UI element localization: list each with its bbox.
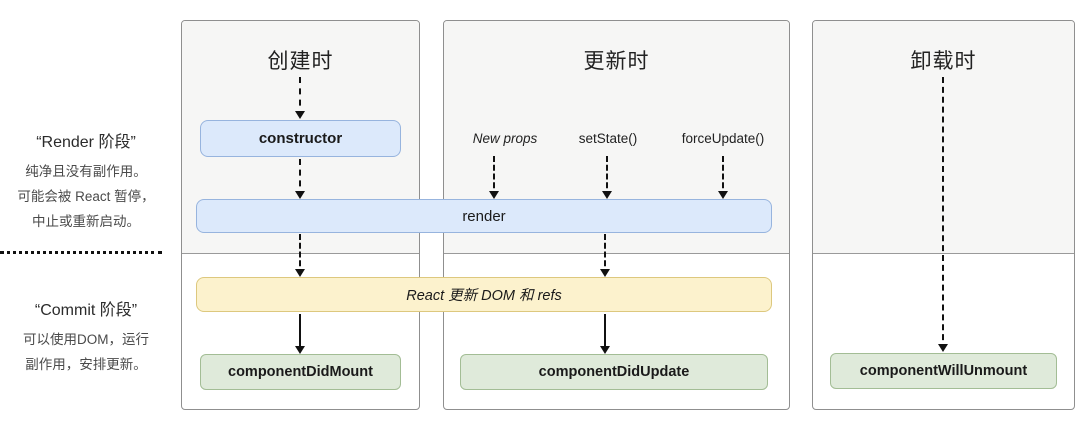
- render-phase-line: 中止或重新启动。: [32, 214, 140, 229]
- commit-phase-line: 副作用，安排更新。: [25, 357, 147, 372]
- component-did-update-box: componentDidUpdate: [460, 354, 768, 390]
- arrow-force-update-to-render: [718, 156, 728, 199]
- column-mounting-title: 创建时: [267, 50, 334, 73]
- component-did-mount-box: componentDidMount: [200, 354, 401, 390]
- column-unmounting-title: 卸载时: [910, 50, 977, 73]
- commit-phase-line: 可以使用DOM，运行: [23, 332, 149, 347]
- arrow-render-to-commit-update: [600, 234, 610, 277]
- arrow-commit-to-did-mount: [295, 314, 305, 354]
- render-box: render: [196, 199, 772, 233]
- constructor-box: constructor: [200, 120, 401, 157]
- arrow-commit-to-did-update: [600, 314, 610, 354]
- trigger-set-state: setState(): [578, 131, 638, 146]
- component-will-unmount-box: componentWillUnmount: [830, 353, 1057, 389]
- commit-phase-title: “Commit 阶段”: [34, 302, 138, 319]
- react-updates-dom-box: React 更新 DOM 和 refs: [196, 277, 772, 312]
- arrow-render-to-commit-mount: [295, 234, 305, 277]
- trigger-new-props: New props: [472, 131, 538, 146]
- render-phase-line: 纯净且没有副作用。: [25, 164, 147, 179]
- column-updating-title: 更新时: [583, 50, 650, 73]
- arrow-mount-to-constructor: [295, 77, 305, 119]
- render-phase-line: 可能会被 React 暂停，: [17, 189, 155, 204]
- arrow-new-props-to-render: [489, 156, 499, 199]
- render-phase-title: “Render 阶段”: [36, 134, 136, 151]
- commit-phase-note: “Commit 阶段” 可以使用DOM，运行 副作用，安排更新。: [2, 296, 170, 377]
- arrow-set-state-to-render: [602, 156, 612, 199]
- trigger-force-update: forceUpdate(): [681, 131, 765, 146]
- phase-divider-line: [0, 251, 162, 254]
- arrow-constructor-to-render: [295, 159, 305, 199]
- arrow-unmount-to-will-unmount: [938, 77, 948, 352]
- render-phase-note: “Render 阶段” 纯净且没有副作用。 可能会被 React 暂停， 中止或…: [2, 128, 170, 234]
